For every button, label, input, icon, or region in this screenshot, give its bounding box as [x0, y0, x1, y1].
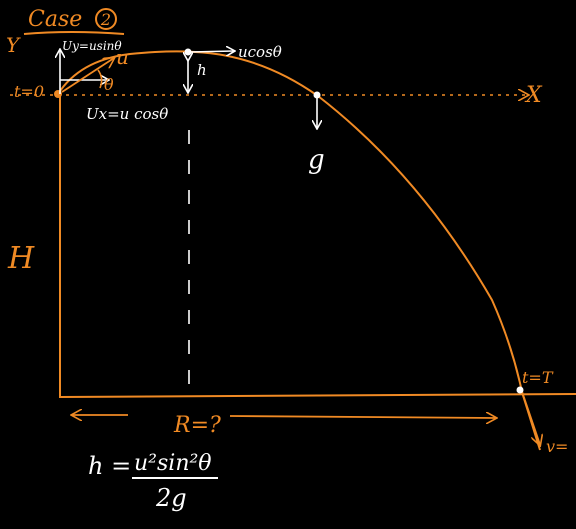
trajectory-curve — [57, 50, 541, 451]
formula-denominator: 2g — [155, 484, 187, 512]
range-label: R=? — [173, 413, 221, 438]
landing-time-label: t=T — [522, 368, 554, 387]
case-number-circle — [95, 8, 117, 30]
ux-label: Ux=u cosθ — [86, 105, 168, 123]
h-label: h — [197, 61, 207, 79]
title-case: Case — [28, 7, 82, 32]
y-axis-label: Y — [6, 33, 21, 57]
angle-label: θ — [104, 75, 114, 94]
top-velocity-label: ucosθ — [238, 43, 282, 61]
top-velocity-arrow — [189, 51, 234, 52]
range-arrow-right — [229, 416, 496, 418]
landing-velocity-label: v= — [546, 437, 568, 456]
uy-label: Uy=usinθ — [62, 39, 122, 53]
ground-line — [59, 393, 576, 398]
case-number: 2 — [100, 10, 111, 29]
x-axis-label: X — [524, 83, 543, 108]
u-label: u — [116, 45, 129, 69]
title-underline — [23, 31, 125, 35]
landing-velocity-arrow — [521, 391, 540, 445]
u-arrow — [61, 58, 114, 93]
launch-time-label: t=0 — [14, 82, 44, 101]
angle-arc — [97, 69, 103, 89]
formula-lhs: h = — [88, 452, 131, 480]
landing-point — [516, 386, 524, 394]
gravity-point — [313, 91, 321, 99]
formula-numerator: u²sin²θ — [134, 451, 212, 476]
height-label: H — [7, 241, 35, 276]
gravity-label: g — [308, 145, 325, 175]
